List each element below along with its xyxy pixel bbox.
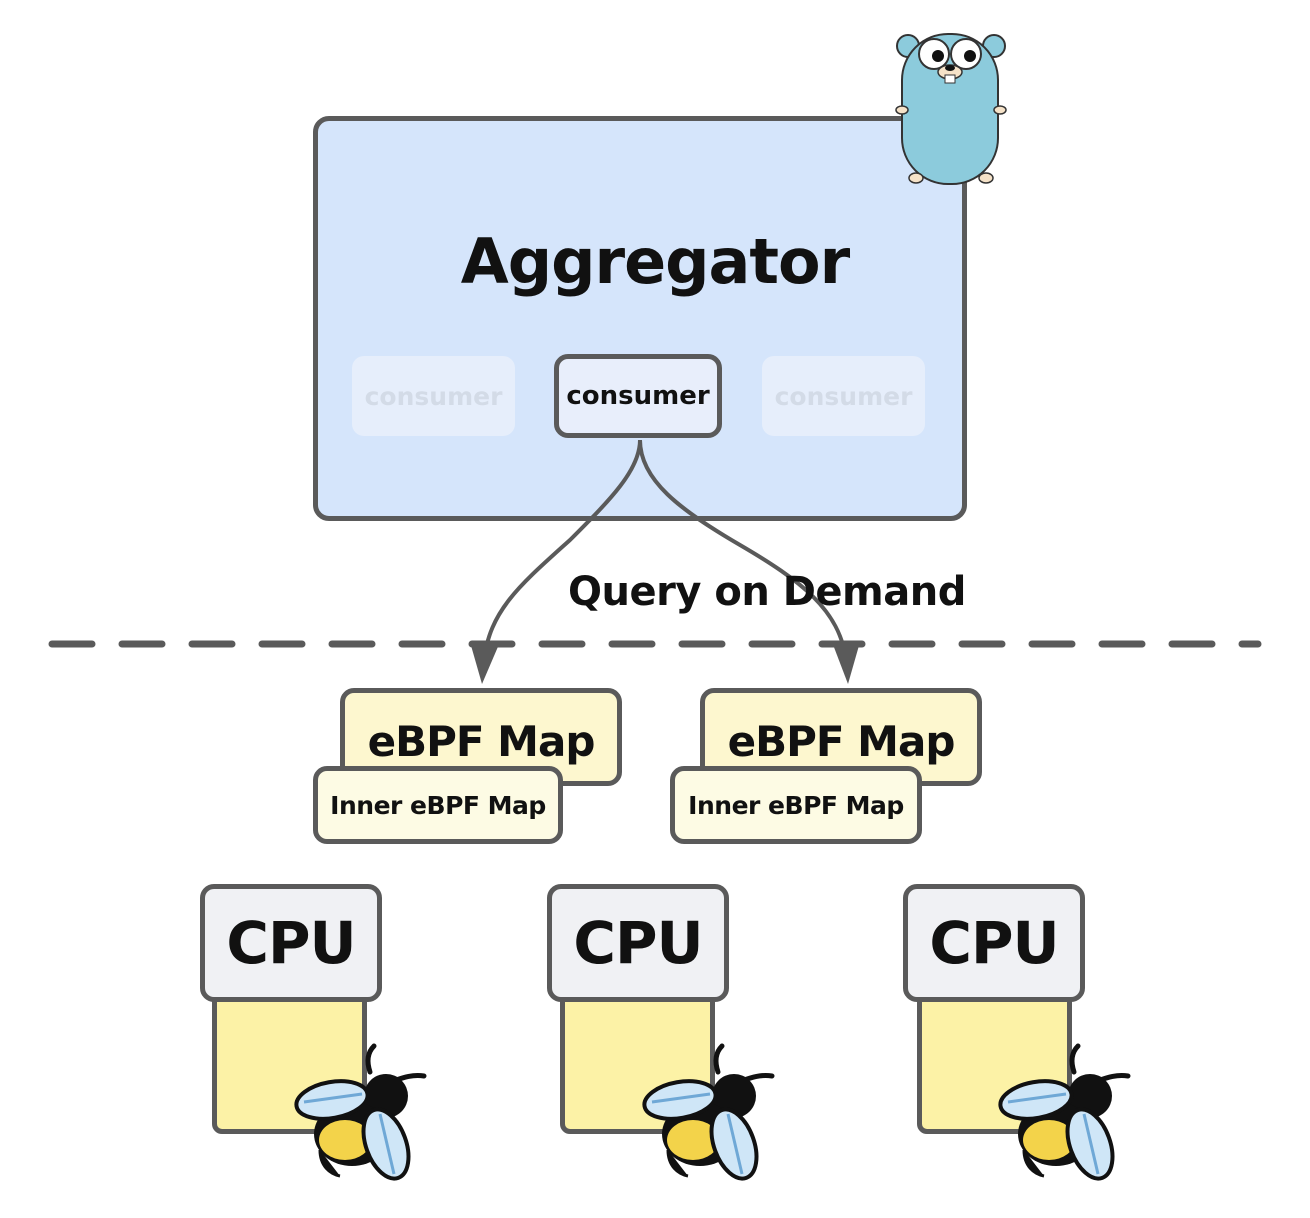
inner-ebpf-map-left: Inner eBPF Map — [313, 766, 563, 844]
inner-ebpf-map-right: Inner eBPF Map — [670, 766, 922, 844]
cpu-box-2: CPU — [547, 884, 729, 1002]
bee-icon — [290, 1042, 430, 1182]
bee-icon — [638, 1042, 778, 1182]
cpu-box-1: CPU — [200, 884, 382, 1002]
arrowhead-right-icon — [832, 642, 860, 684]
bee-icon — [994, 1042, 1134, 1182]
cpu-box-3: CPU — [903, 884, 1085, 1002]
query-on-demand-label: Query on Demand — [568, 569, 966, 615]
arrowhead-left-icon — [470, 642, 500, 684]
